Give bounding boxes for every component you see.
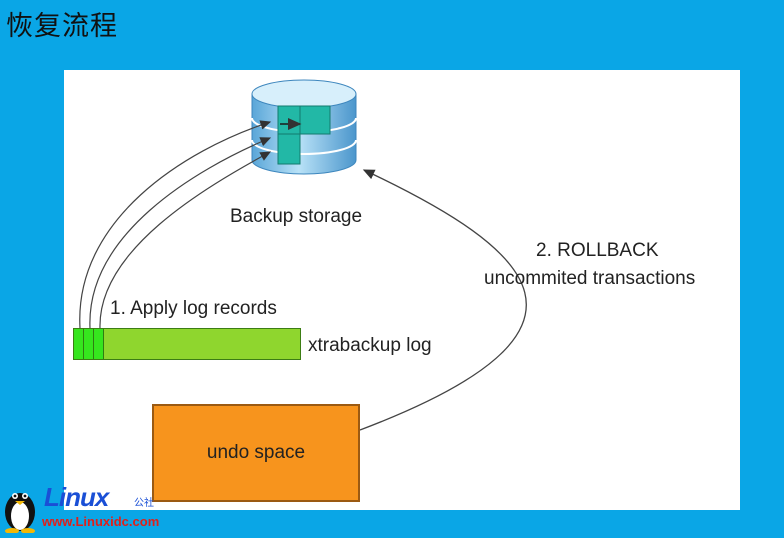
penguin-logo-icon — [5, 493, 35, 534]
rollback-curve — [359, 169, 527, 431]
log-label: xtrabackup log — [308, 335, 432, 356]
log-record-segment — [74, 329, 84, 359]
watermark-url: www.Linuxidc.com — [42, 514, 160, 529]
step1-label: 1. Apply log records — [110, 298, 277, 319]
apply-log-curve — [99, 151, 272, 329]
watermark-brand: Linux — [44, 482, 109, 512]
xtrabackup-log-bar — [73, 328, 301, 360]
step2-subtitle: uncommited transactions — [484, 268, 696, 289]
apply-log-curve — [79, 120, 272, 329]
step2-title: 2. ROLLBACK — [536, 240, 659, 261]
undo-space-box: undo space — [152, 404, 360, 502]
diagram-panel: Backup storage 1. Apply log records xtra… — [64, 70, 740, 510]
apply-log-curve — [89, 137, 272, 329]
linuxidc-watermark: Linux 公社 www.Linuxidc.com — [0, 482, 200, 534]
database-icon — [251, 79, 357, 175]
watermark-brand-sub: 公社 — [134, 498, 154, 509]
storage-label: Backup storage — [230, 206, 363, 227]
undo-space-label: undo space — [206, 442, 306, 463]
diagram-canvas — [79, 79, 527, 431]
log-record-segment — [94, 329, 104, 359]
page-title: 恢复流程 — [6, 11, 118, 42]
log-record-segment — [84, 329, 94, 359]
